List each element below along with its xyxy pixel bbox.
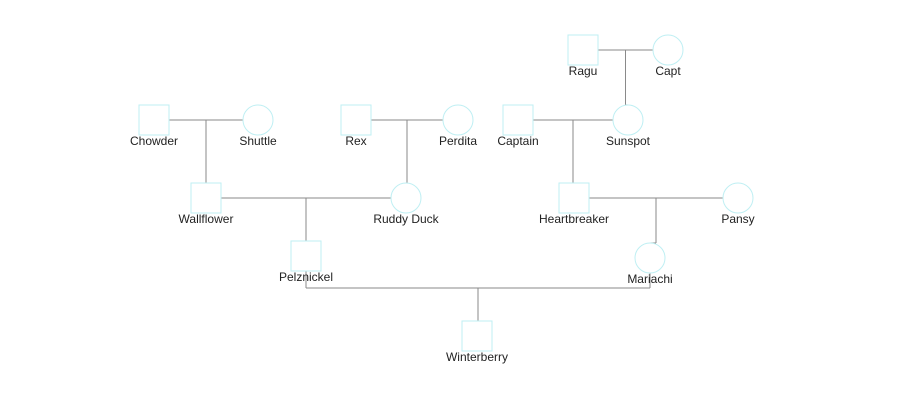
individual-name-label: Winterberry <box>446 350 508 364</box>
individual-name-label: Ragu <box>569 64 598 78</box>
individual-name-label: Wallflower <box>179 212 234 226</box>
female-circle-symbol <box>612 104 644 136</box>
individual-pansy: Pansy <box>721 182 755 226</box>
female-circle-symbol <box>722 182 754 214</box>
female-circle-symbol <box>652 34 684 66</box>
individual-chowder: Chowder <box>130 104 178 148</box>
individual-name-label: Perdita <box>439 134 477 148</box>
male-square-symbol <box>340 104 372 136</box>
individual-name-label: Chowder <box>130 134 178 148</box>
individual-ruddy-duck: Ruddy Duck <box>373 182 440 226</box>
individual-wallflower: Wallflower <box>179 182 234 226</box>
individual-mariachi: Mariachi <box>627 242 673 286</box>
male-square-symbol <box>567 34 599 66</box>
male-square-symbol <box>461 320 493 352</box>
individual-pelznickel: Pelznickel <box>279 240 333 284</box>
individual-name-label: Heartbreaker <box>539 212 609 226</box>
female-circle-symbol <box>634 242 666 274</box>
individual-ragu: Ragu <box>567 34 599 78</box>
male-square-symbol <box>502 104 534 136</box>
male-square-symbol <box>138 104 170 136</box>
individual-rex: Rex <box>340 104 372 148</box>
individual-heartbreaker: Heartbreaker <box>539 182 609 226</box>
male-square-symbol <box>558 182 590 214</box>
female-circle-symbol <box>390 182 422 214</box>
individual-name-label: Sunspot <box>606 134 651 148</box>
individual-sunspot: Sunspot <box>606 104 651 148</box>
female-circle-symbol <box>442 104 474 136</box>
individual-name-label: Ruddy Duck <box>373 212 439 226</box>
female-circle-symbol <box>242 104 274 136</box>
male-square-symbol <box>190 182 222 214</box>
individual-perdita: Perdita <box>439 104 477 148</box>
individual-name-label: Pansy <box>721 212 754 226</box>
individual-name-label: Pelznickel <box>279 270 333 284</box>
individual-shuttle: Shuttle <box>239 104 277 148</box>
male-square-symbol <box>290 240 322 272</box>
individual-winterberry: Winterberry <box>446 320 508 364</box>
relationship-lines <box>169 49 723 321</box>
individual-name-label: Captain <box>497 134 538 148</box>
individual-name-label: Capt <box>655 64 681 78</box>
individual-name-label: Shuttle <box>239 134 277 148</box>
individual-name-label: Rex <box>345 134 366 148</box>
individual-name-label: Mariachi <box>627 272 672 286</box>
individual-captain: Captain <box>497 104 539 148</box>
individual-capt: Capt <box>652 34 684 78</box>
